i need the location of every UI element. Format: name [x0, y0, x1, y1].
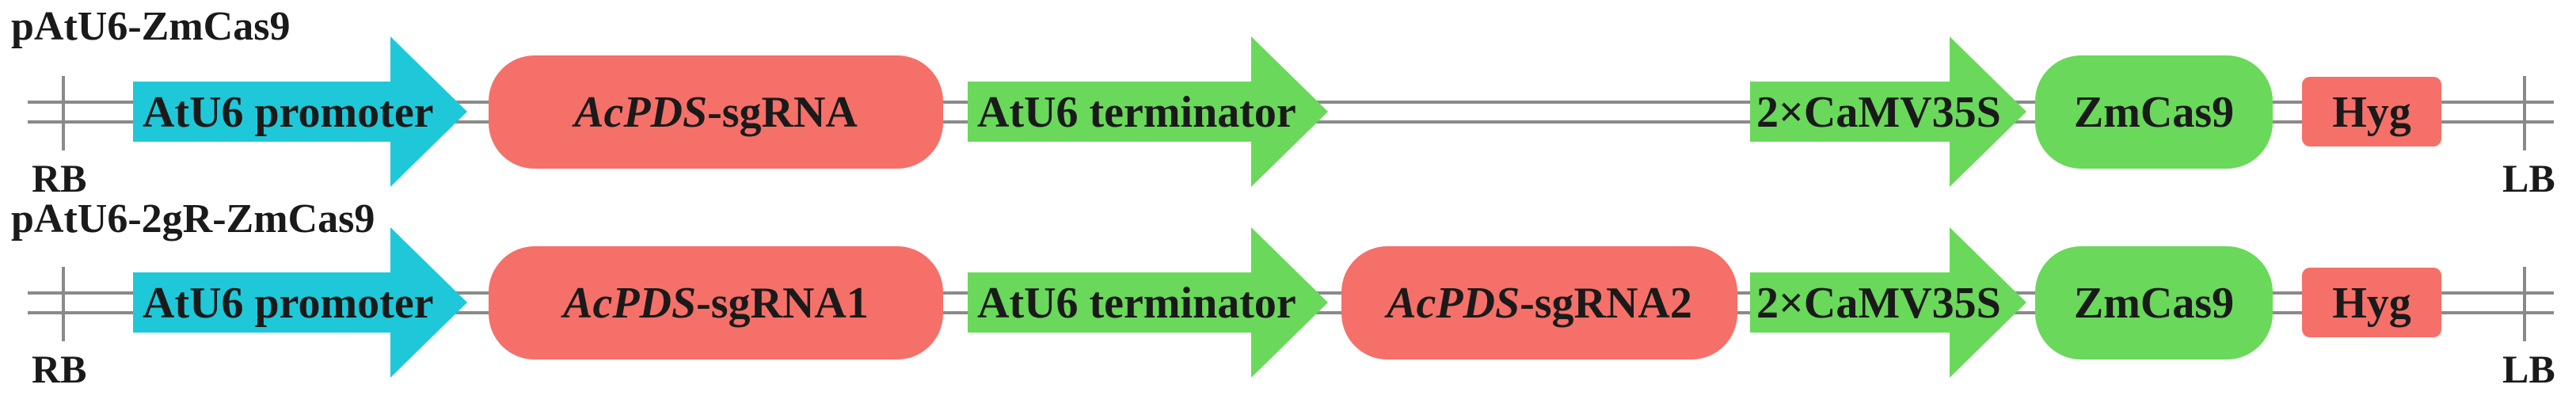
- construct-2-sgrna2-label: AcPDS-sgRNA2: [1384, 279, 1692, 328]
- construct-2-rb-label: RB: [32, 347, 86, 391]
- construct-1: pAtU6-ZmCas9 RB AtU6 promoter AcPDS-sgRN…: [11, 4, 2555, 200]
- construct-2-cas9: ZmCas9: [2035, 246, 2273, 359]
- construct-2-lb-label: LB: [2502, 347, 2555, 391]
- construct-1-cas9: ZmCas9: [2035, 55, 2273, 169]
- construct-2-sgrna1-label: AcPDS-sgRNA1: [561, 279, 869, 328]
- construct-1-rb-label: RB: [32, 156, 86, 200]
- construct-2-camv-label: 2×CaMV35S: [1756, 279, 2001, 328]
- construct-1-camv-label: 2×CaMV35S: [1756, 88, 2001, 137]
- construct-1-name: pAtU6-ZmCas9: [11, 4, 290, 49]
- construct-1-rb-border: RB: [32, 76, 86, 200]
- construct-1-lb-border: LB: [2502, 76, 2555, 200]
- construct-2-promoter-label: AtU6 promoter: [143, 279, 434, 328]
- construct-2-terminator-label: AtU6 terminator: [977, 279, 1296, 328]
- construct-1-promoter-arrow: AtU6 promoter: [133, 36, 467, 187]
- construct-2-cas9-label: ZmCas9: [2074, 279, 2234, 328]
- construct-2-promoter-arrow: AtU6 promoter: [133, 227, 467, 378]
- construct-2-name: pAtU6-2gR-ZmCas9: [11, 196, 375, 242]
- construct-2-camv-arrow: 2×CaMV35S: [1750, 227, 2026, 378]
- construct-2: pAtU6-2gR-ZmCas9 RB AtU6 promoter AcPDS-…: [11, 196, 2555, 391]
- construct-2-rb-border: RB: [32, 267, 86, 391]
- construct-2-terminator-arrow: AtU6 terminator: [968, 227, 1328, 378]
- construct-2-lb-border: LB: [2502, 267, 2555, 391]
- construct-1-sgrna-label: AcPDS-sgRNA: [572, 88, 858, 137]
- construct-1-sgrna: AcPDS-sgRNA: [489, 55, 943, 169]
- construct-2-sgrna1: AcPDS-sgRNA1: [489, 246, 943, 359]
- construct-1-terminator-label: AtU6 terminator: [977, 88, 1296, 137]
- construct-2-sgrna2: AcPDS-sgRNA2: [1341, 246, 1737, 359]
- construct-1-terminator-arrow: AtU6 terminator: [968, 36, 1328, 187]
- construct-1-camv-arrow: 2×CaMV35S: [1750, 36, 2026, 187]
- construct-1-cas9-label: ZmCas9: [2074, 88, 2234, 137]
- construct-1-lb-label: LB: [2502, 156, 2555, 200]
- construct-1-hyg: Hyg: [2302, 77, 2441, 146]
- construct-1-promoter-label: AtU6 promoter: [143, 88, 434, 137]
- construct-2-hyg: Hyg: [2302, 268, 2441, 337]
- construct-1-hyg-label: Hyg: [2332, 88, 2411, 137]
- construct-2-hyg-label: Hyg: [2332, 279, 2411, 328]
